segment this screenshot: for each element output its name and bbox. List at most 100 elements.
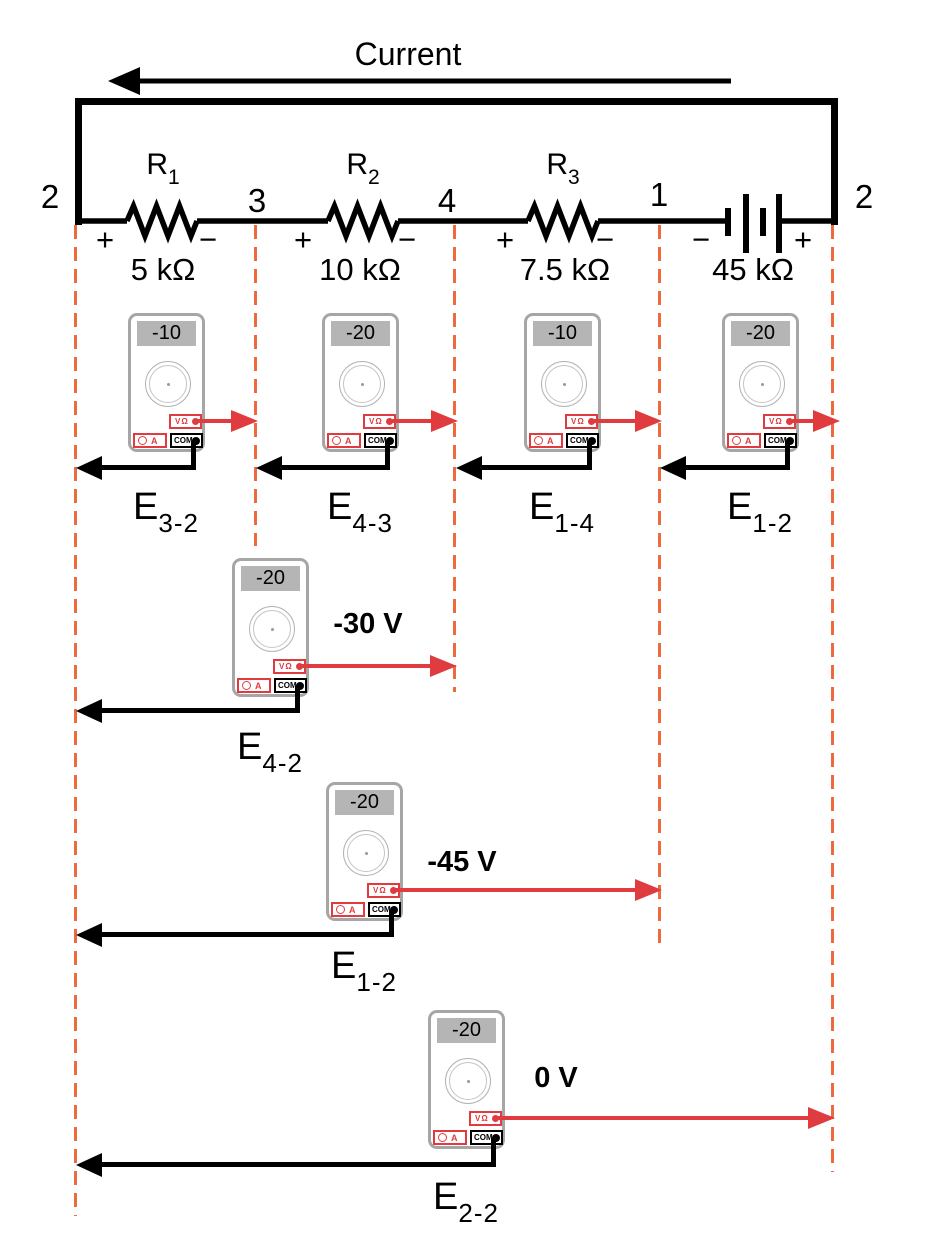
dial-ring: [545, 365, 583, 403]
common-jack: COM: [764, 433, 797, 448]
r3-subscript: 3: [567, 166, 580, 189]
r1-minus-sign: −: [198, 222, 218, 257]
dashed-node-line-2: [254, 225, 257, 546]
battery-plus-sign: +: [793, 222, 813, 257]
black-probe-terminal: [786, 437, 794, 445]
r1-subscript: 1: [167, 166, 180, 189]
common-jack-label: COM: [174, 436, 193, 445]
r2-plus-sign: +: [293, 222, 313, 257]
meter-display: -20: [241, 566, 300, 591]
volt-ohm-jack-label: VΩ: [571, 417, 585, 426]
voltage-label-E4-2: E4-2: [237, 726, 303, 778]
dial-center-dot: [360, 382, 364, 386]
ampere-jack: A: [133, 433, 167, 448]
voltage-label-E1-2: E1-2: [727, 486, 793, 538]
battery-value: 45 kΩ: [712, 252, 794, 287]
dial-center-dot: [562, 382, 566, 386]
meter-display: -20: [331, 321, 390, 346]
black-probe-terminal: [386, 437, 394, 445]
dial-center-dot: [270, 627, 274, 631]
black-probe-arrowhead: [76, 699, 102, 723]
r2-subscript: 2: [367, 166, 380, 189]
ampere-jack-label: A: [547, 435, 554, 446]
common-jack: COM: [566, 433, 599, 448]
meter-dial: [249, 606, 295, 652]
black-probe-wire-horizontal: [472, 465, 592, 470]
red-probe-arrowhead: [231, 410, 258, 432]
multimeter-E4-2: -20 VΩ A COM: [232, 558, 309, 697]
multimeter-E2-2: -20 VΩ A COM: [428, 1010, 505, 1149]
dial-ring: [449, 1062, 487, 1100]
resistor-r2-zigzag: [325, 198, 401, 244]
r3-value: 7.5 kΩ: [519, 252, 611, 287]
volt-ohm-jack: VΩ: [367, 883, 400, 898]
black-probe-wire-horizontal: [92, 708, 300, 713]
dial-ring: [149, 365, 187, 403]
ampere-jack-label: A: [451, 1132, 458, 1143]
black-probe-terminal: [492, 1134, 500, 1142]
voltage-label-base: E: [727, 486, 753, 528]
dial-center-dot: [760, 382, 764, 386]
common-jack: COM: [170, 433, 203, 448]
red-probe-wire: [392, 888, 642, 892]
ampere-jack-label: A: [349, 904, 356, 915]
voltage-label-subscript: 4-3: [352, 507, 393, 538]
common-jack-label: COM: [368, 436, 387, 445]
meter-dial: [541, 361, 587, 407]
red-probe-arrowhead: [813, 410, 840, 432]
r3-letter: R: [546, 148, 568, 181]
voltage-label-base: E: [133, 486, 159, 528]
black-probe-wire-vertical: [191, 441, 196, 470]
circuit-svg: [75, 67, 838, 253]
dashed-node-line-5: [831, 225, 834, 1172]
black-probe-wire-horizontal: [92, 932, 394, 937]
r2-letter: R: [346, 148, 368, 181]
ampere-jack-label: A: [255, 680, 262, 691]
r1-plus-sign: +: [95, 222, 115, 257]
node-label-4: 4: [437, 182, 457, 219]
black-probe-wire-vertical: [295, 686, 300, 713]
black-probe-wire-vertical: [385, 441, 390, 470]
common-jack: COM: [470, 1130, 503, 1145]
node-label-3: 3: [247, 182, 267, 219]
battery-symbol: [725, 194, 782, 253]
dial-center-dot: [466, 1079, 470, 1083]
common-jack-label: COM: [768, 436, 787, 445]
dial-ring: [743, 365, 781, 403]
red-probe-arrowhead: [430, 655, 457, 677]
ampere-jack: A: [529, 433, 563, 448]
red-probe-arrowhead: [635, 879, 662, 901]
voltage-label-subscript: 1-4: [554, 507, 595, 538]
ampere-jack-label: A: [345, 435, 352, 446]
black-probe-arrowhead: [76, 923, 102, 947]
r1-letter: R: [146, 148, 168, 181]
red-probe-arrowhead: [431, 410, 458, 432]
black-probe-arrowhead: [456, 456, 482, 480]
measured-voltage-annotation: -30 V: [333, 608, 403, 640]
meter-dial: [445, 1058, 491, 1104]
meter-display: -20: [335, 790, 394, 815]
common-jack: COM: [368, 902, 401, 917]
current-direction-label: Current: [354, 36, 462, 72]
meter-display: -20: [437, 1018, 496, 1043]
black-probe-wire-horizontal: [92, 465, 196, 470]
ampere-jack-label: A: [151, 435, 158, 446]
red-probe-wire: [788, 419, 820, 423]
multimeter-E1-2: -20 VΩ A COM: [326, 782, 403, 921]
volt-ohm-jack-label: VΩ: [769, 417, 783, 426]
voltage-label-subscript: 2-2: [458, 1197, 499, 1228]
ampere-jack: A: [331, 902, 365, 917]
black-probe-arrowhead: [256, 456, 282, 480]
black-probe-arrowhead: [76, 1153, 102, 1177]
black-probe-wire-vertical: [491, 1138, 496, 1167]
black-probe-terminal: [390, 906, 398, 914]
black-probe-arrowhead: [76, 456, 102, 480]
red-probe-wire: [590, 419, 642, 423]
resistor-r1-name: R1: [146, 148, 180, 189]
red-probe-arrowhead: [808, 1107, 835, 1129]
dial-center-dot: [364, 851, 368, 855]
voltage-label-subscript: 1-2: [752, 507, 793, 538]
black-probe-terminal: [192, 437, 200, 445]
voltage-label-base: E: [331, 945, 357, 987]
ampere-jack-label: A: [745, 435, 752, 446]
